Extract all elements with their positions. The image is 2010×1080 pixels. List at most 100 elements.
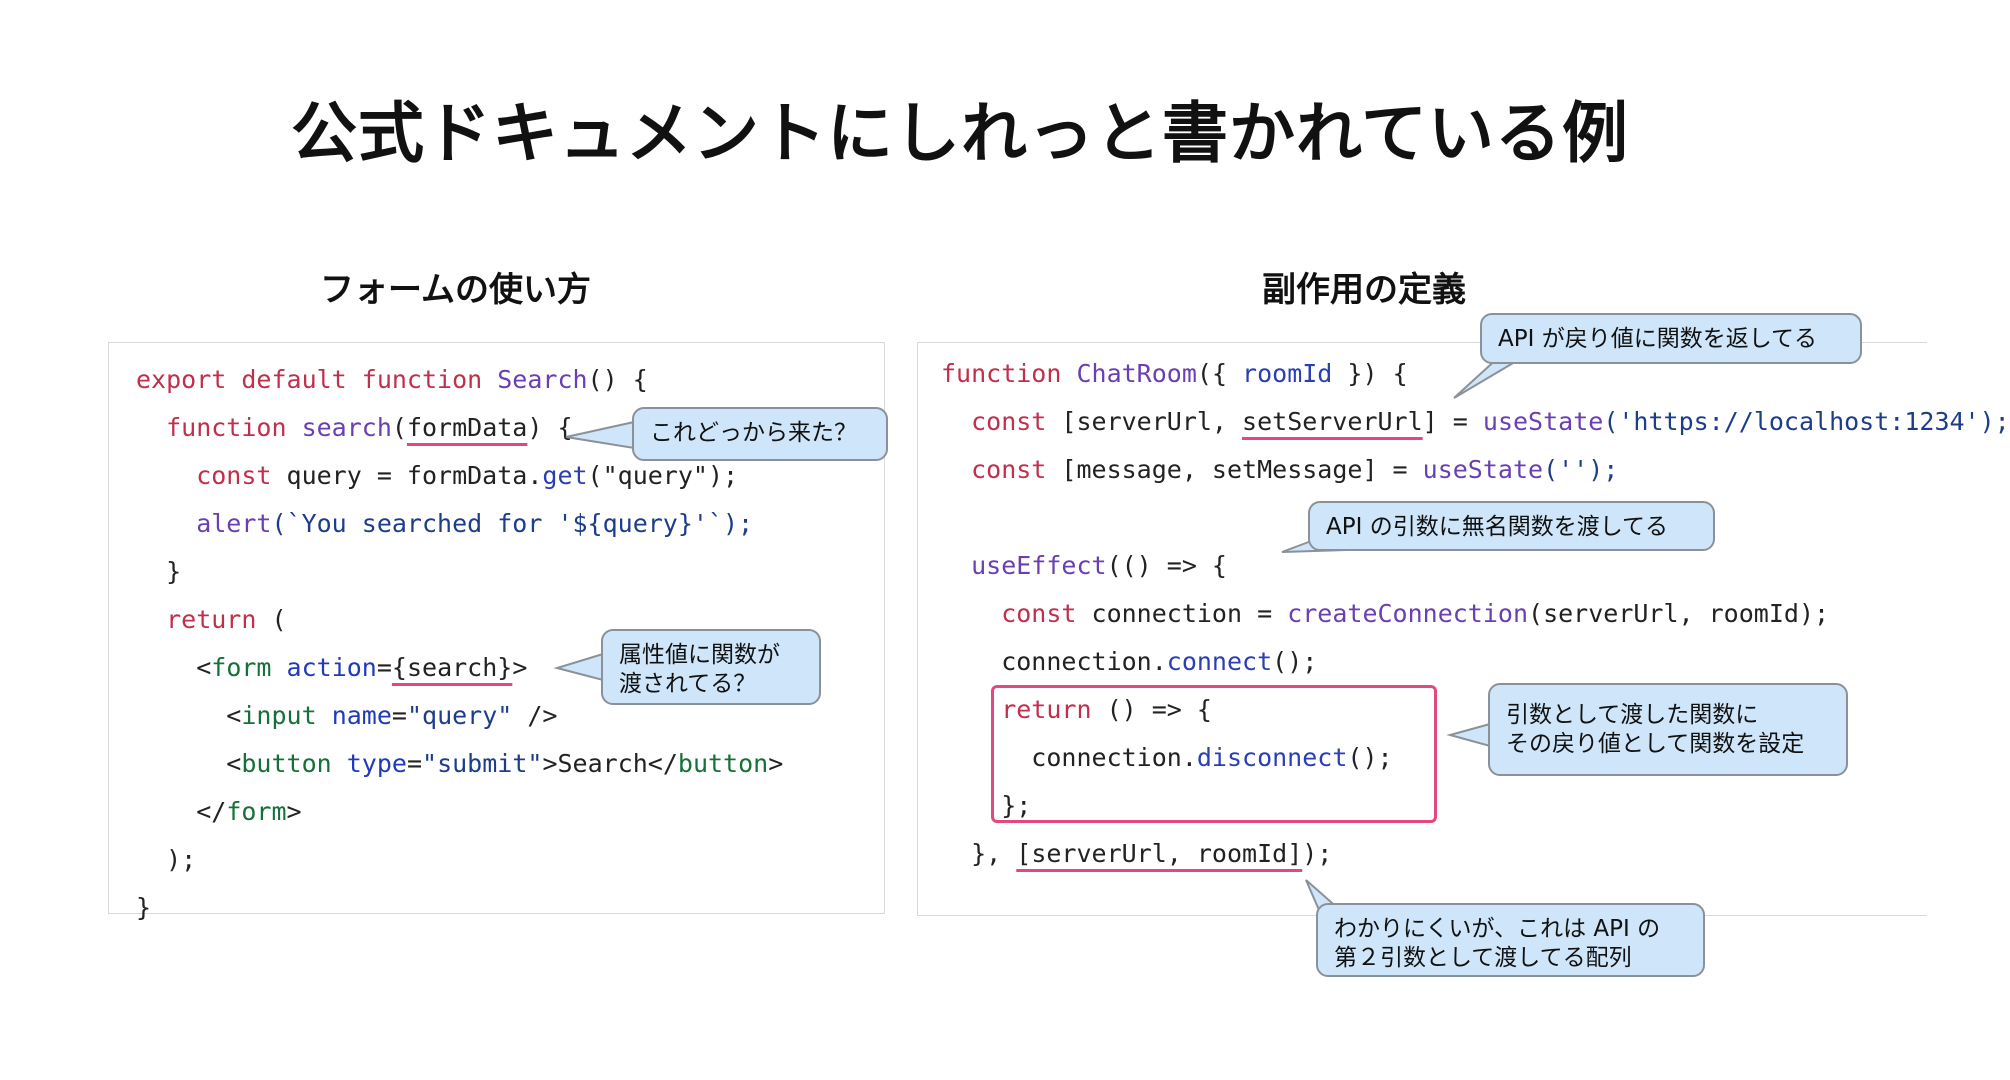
code-token: useState (1482, 407, 1604, 436)
code-token (332, 749, 347, 778)
code-line: return () => { (941, 686, 2010, 734)
right-code-block: function ChatRoom({ roomId }) { const [s… (941, 350, 2010, 878)
code-token: >Search</ (542, 749, 678, 778)
code-token: ( (391, 413, 407, 442)
code-token: export default function (136, 365, 498, 394)
underlined-code-token: formData (406, 413, 528, 442)
code-token: ({ (1196, 359, 1243, 388)
code-line: }, [serverUrl, roomId]); (941, 830, 2010, 878)
callout-line: API が戻り値に関数を返してる (1498, 326, 1818, 352)
code-token: (serverUrl, roomId); (1528, 599, 1830, 628)
code-line: const [message, setMessage] = useState('… (941, 446, 2010, 494)
code-token: useEffect (941, 551, 1107, 580)
code-token: input (241, 701, 317, 730)
code-token: < (136, 653, 212, 682)
right-heading: 副作用の定義 (1262, 270, 1466, 310)
code-token: (); (1347, 743, 1393, 772)
callout-line: わかりにくいが、これは API の (1334, 916, 1661, 942)
slide-title: 公式ドキュメントにしれっと書かれている例 (290, 95, 1630, 172)
code-line: </form> (136, 788, 783, 836)
callout-line: これどっから来た？ (650, 420, 857, 446)
callout-line: API の引数に無名関数を渡してる (1326, 514, 1669, 540)
code-token: disconnect (1196, 743, 1348, 772)
code-token: < (136, 749, 242, 778)
code-token: ); (136, 845, 197, 874)
code-token: (() => { (1106, 551, 1227, 580)
code-token: const (136, 461, 287, 490)
code-token (317, 701, 332, 730)
left-heading: フォームの使い方 (320, 270, 591, 310)
callout-line: その戻り値として関数を設定 (1506, 731, 1805, 757)
code-line: } (136, 884, 783, 932)
code-token: connect (1166, 647, 1273, 676)
code-token: return (136, 605, 257, 634)
code-token: ChatRoom (1076, 359, 1197, 388)
code-line: <input name="query" /> (136, 692, 783, 740)
code-token: ); (1302, 839, 1333, 868)
code-token: const (941, 407, 1062, 436)
code-token: function (136, 413, 302, 442)
code-token: connection. (941, 647, 1167, 676)
code-token: () => { (1091, 695, 1212, 724)
left-code-block: export default function Search() { funct… (136, 356, 783, 932)
cleanup-highlight-box (991, 685, 1437, 823)
code-token: ("query"); (587, 461, 739, 490)
code-token: < (136, 701, 242, 730)
code-line: function search(formData) { (136, 404, 783, 452)
code-token: [message, setMessage] = (1061, 455, 1423, 484)
code-token: } (136, 893, 152, 922)
code-token: alert (136, 509, 272, 538)
code-token: ] = (1422, 407, 1483, 436)
code-token: type (346, 749, 407, 778)
callout-anon-arg: API の引数に無名関数を渡してる (1308, 501, 1715, 551)
code-token: action (286, 653, 377, 682)
code-token: /> (512, 701, 558, 730)
code-token: get (542, 461, 588, 490)
code-token: = (406, 749, 423, 778)
callout-func-as-attr: 属性値に関数が 渡されてる？ (601, 629, 821, 705)
code-token: name (331, 701, 392, 730)
callout-line: 渡されてる？ (619, 671, 757, 697)
code-token: "submit" (422, 749, 543, 778)
code-token: ) { (527, 413, 573, 442)
code-token: }; (941, 791, 1032, 820)
callout-line: 属性値に関数が (619, 642, 780, 668)
code-token: > (512, 653, 528, 682)
code-token: > (286, 797, 302, 826)
code-line: export default function Search() { (136, 356, 783, 404)
code-token: }, (941, 839, 1017, 868)
code-line: const [serverUrl, setServerUrl] = useSta… (941, 398, 2010, 446)
code-token: </ (136, 797, 227, 826)
code-token: connection = (1091, 599, 1288, 628)
callout-where-from: これどっから来た？ (632, 407, 888, 461)
code-token: form (211, 653, 272, 682)
code-line: function ChatRoom({ roomId }) { (941, 350, 2010, 398)
code-line: }; (941, 782, 2010, 830)
code-token: ( (256, 605, 287, 634)
code-token: return (941, 695, 1092, 724)
code-line: <form action={search}> (136, 644, 783, 692)
code-token: query = formData. (286, 461, 543, 490)
code-line: connection.disconnect(); (941, 734, 2010, 782)
code-token (271, 653, 286, 682)
code-token: (`You searched for '${query}'`); (271, 509, 754, 538)
callout-line: 第２引数として渡してる配列 (1334, 945, 1632, 971)
code-token: "query" (406, 701, 513, 730)
code-token: useState (1422, 455, 1544, 484)
code-token: ('https://localhost:1234'); (1603, 407, 2010, 436)
code-token: (); (1272, 647, 1318, 676)
code-token: () { (587, 365, 648, 394)
callout-cleanup: 引数として渡した関数に その戻り値として関数を設定 (1488, 683, 1848, 776)
code-token: search (301, 413, 392, 442)
underlined-code-token: [serverUrl, roomId] (1016, 839, 1303, 868)
right-code-panel: function ChatRoom({ roomId }) { const [s… (917, 342, 2010, 916)
code-line: } (136, 548, 783, 596)
underlined-code-token: setServerUrl (1242, 407, 1423, 436)
code-token: function (941, 359, 1077, 388)
underlined-code-token: {search} (391, 653, 513, 682)
code-token: [serverUrl, (1061, 407, 1243, 436)
code-token: button (677, 749, 769, 778)
callout-line: 引数として渡した関数に (1506, 702, 1759, 728)
code-token: roomId (1242, 359, 1333, 388)
callout-returns-func: API が戻り値に関数を返してる (1480, 313, 1862, 364)
